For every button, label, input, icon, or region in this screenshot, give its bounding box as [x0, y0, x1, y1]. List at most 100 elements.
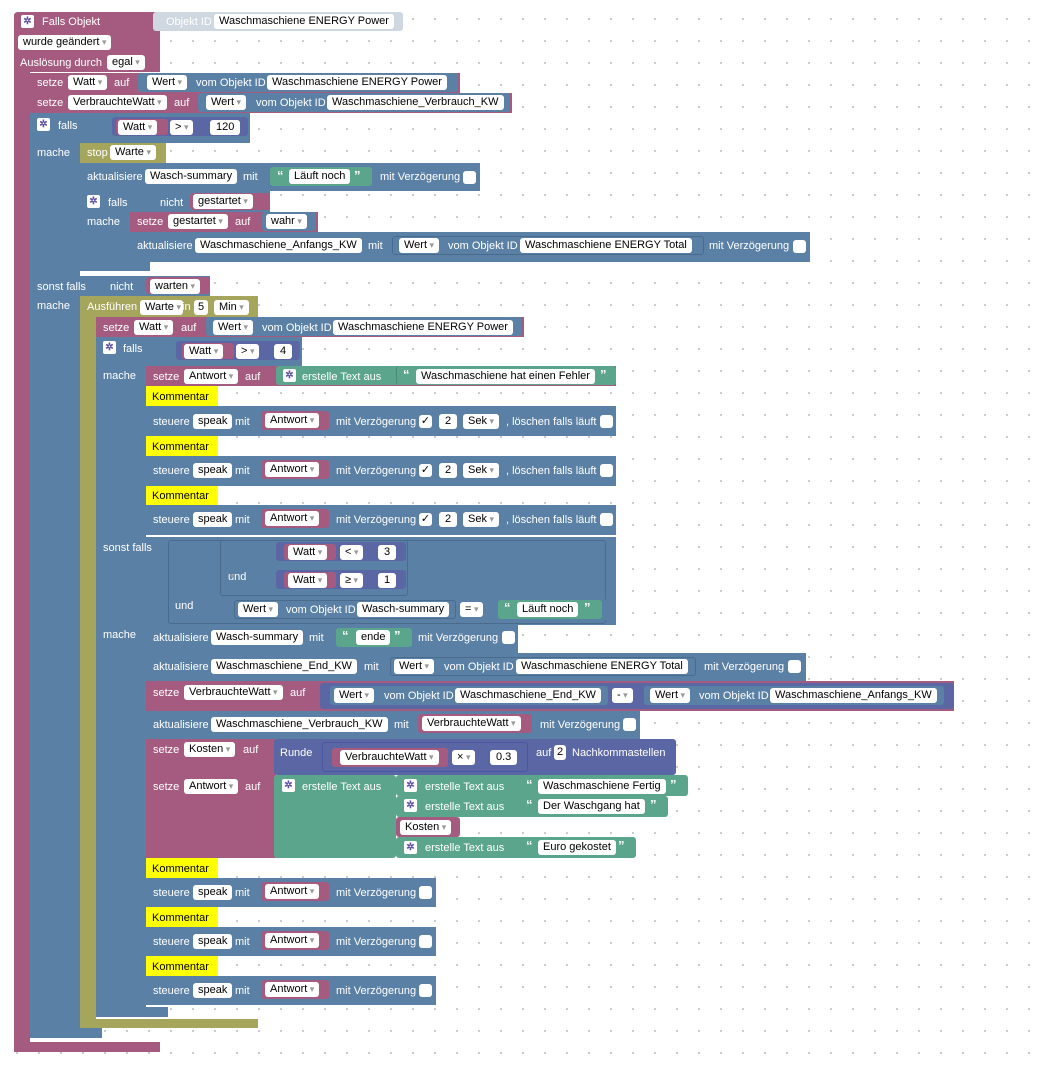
text-fehler-field[interactable]: Waschmaschiene hat einen Fehler	[416, 369, 595, 384]
gear-icon[interactable]: ✲	[404, 799, 417, 812]
var-watt-dropdown[interactable]: Watt	[134, 320, 174, 335]
loeschen-checkbox[interactable]	[600, 415, 613, 428]
und-dropdown[interactable]	[225, 569, 265, 584]
loeschen-checkbox[interactable]	[600, 464, 613, 477]
verzoegerung-checkbox[interactable]: ✓	[419, 464, 432, 477]
device-speak-field[interactable]: speak	[193, 463, 233, 478]
objekt-anfangs-kw-field[interactable]: Waschmaschiene_Anfangs_KW	[195, 238, 362, 253]
number-4-field[interactable]: 4	[274, 344, 293, 359]
wurde-geaendert-dropdown[interactable]: wurde geändert	[18, 35, 112, 50]
device-speak-field[interactable]: speak	[193, 414, 233, 429]
wert-dropdown[interactable]: Wert	[206, 95, 247, 110]
op-eq-dropdown[interactable]: =	[460, 602, 484, 617]
wert-dropdown[interactable]: Wert	[238, 602, 279, 617]
objekt-id-power-field[interactable]: Waschmaschiene ENERGY Power	[333, 320, 513, 335]
wert-dropdown[interactable]: Wert	[399, 238, 440, 253]
op-gt-dropdown[interactable]: >	[236, 344, 260, 359]
sek-dropdown[interactable]: Sek	[463, 512, 499, 527]
wert-dropdown[interactable]: Wert	[650, 688, 691, 703]
delay-2-field[interactable]: 2	[439, 512, 458, 527]
event-block-outer-spine[interactable]	[14, 12, 30, 1052]
var-antwort-dropdown[interactable]: Antwort	[265, 511, 320, 526]
wert-dropdown[interactable]: Wert	[394, 659, 435, 674]
var-watt-dropdown[interactable]: Watt	[118, 120, 158, 135]
var-verbrauchtewatt-dropdown[interactable]: VerbrauchteWatt	[184, 685, 283, 700]
number-1-field[interactable]: 1	[378, 573, 397, 588]
objekt-wasch-summary-field[interactable]: Wasch-summary	[211, 630, 304, 645]
kommentar-block[interactable]	[146, 486, 218, 505]
var-gestartet-dropdown[interactable]: gestartet	[193, 194, 253, 209]
wert-dropdown[interactable]: Wert	[147, 75, 188, 90]
objekt-end-kw-field[interactable]: Waschmaschiene_End_KW	[455, 688, 601, 703]
var-warte-dropdown[interactable]: Warte	[140, 300, 183, 315]
objekt-energy-total-field[interactable]: Waschmaschiene ENERGY Total	[516, 659, 688, 674]
gear-icon[interactable]: ✲	[404, 779, 417, 792]
var-antwort-dropdown[interactable]: Antwort	[184, 369, 239, 384]
op-gt-dropdown[interactable]: >	[170, 120, 194, 135]
wert-dropdown[interactable]: Wert	[213, 320, 254, 335]
device-speak-field[interactable]: speak	[193, 885, 233, 900]
objekt-id-verbrauch-field[interactable]: Waschmaschiene_Verbrauch_KW	[327, 95, 504, 110]
ausloesung-dropdown[interactable]: egal	[107, 55, 145, 70]
var-gestartet-dropdown[interactable]: gestartet	[168, 214, 228, 229]
objekt-id-power-field[interactable]: Waschmaschiene ENERGY Power	[267, 75, 447, 90]
var-warten-dropdown[interactable]: warten	[150, 279, 201, 294]
verzoegerung-checkbox[interactable]	[788, 660, 801, 673]
gear-icon[interactable]: ✲	[282, 779, 295, 792]
gear-icon[interactable]: ✲	[404, 841, 417, 854]
objekt-wasch-summary-field[interactable]: Wasch-summary	[145, 169, 238, 184]
kommentar-block[interactable]	[146, 956, 218, 976]
objekt-id-field[interactable]: Waschmaschiene ENERGY Power	[214, 14, 394, 29]
op-lt-dropdown[interactable]: <	[340, 545, 364, 560]
text-waschgang-field[interactable]: Der Waschgang hat	[538, 799, 645, 814]
var-verbrauchtewatt-dropdown[interactable]: VerbrauchteWatt	[68, 95, 167, 110]
number-0-3-field[interactable]: 0.3	[490, 750, 518, 765]
objekt-anfangs-kw-field[interactable]: Waschmaschiene_Anfangs_KW	[770, 688, 937, 703]
var-antwort-dropdown[interactable]: Antwort	[184, 779, 239, 794]
objekt-verbrauch-kw-field[interactable]: Waschmaschiene_Verbrauch_KW	[211, 717, 388, 732]
device-speak-field[interactable]: speak	[193, 934, 233, 949]
min-dropdown[interactable]: Min	[214, 300, 249, 315]
device-speak-field[interactable]: speak	[193, 512, 233, 527]
loeschen-checkbox[interactable]	[600, 513, 613, 526]
verzoegerung-checkbox[interactable]: ✓	[419, 513, 432, 526]
var-antwort-dropdown[interactable]: Antwort	[265, 413, 320, 428]
text-laeuft-noch-field[interactable]: Läuft noch	[517, 602, 579, 617]
var-antwort-dropdown[interactable]: Antwort	[265, 933, 320, 948]
gear-icon[interactable]: ✲	[283, 369, 296, 382]
text-laeuft-noch-field[interactable]: Läuft noch	[289, 169, 351, 184]
timer-block-spine[interactable]	[80, 296, 96, 1028]
if-block-main-spine[interactable]	[30, 113, 80, 1038]
kommentar-block[interactable]	[146, 858, 218, 878]
verzoegerung-checkbox[interactable]	[463, 171, 476, 184]
op-ge-dropdown[interactable]: ≥	[340, 573, 364, 588]
objekt-end-kw-field[interactable]: Waschmaschiene_End_KW	[211, 659, 357, 674]
objekt-energy-total-field[interactable]: Waschmaschiene ENERGY Total	[520, 238, 692, 253]
number-5-field[interactable]: 5	[194, 300, 209, 315]
var-verbrauchtewatt-dropdown[interactable]: VerbrauchteWatt	[340, 750, 439, 765]
gear-icon[interactable]: ✲	[103, 341, 116, 354]
var-watt-dropdown[interactable]: Watt	[184, 344, 224, 359]
kommentar-block[interactable]	[146, 436, 218, 456]
text-fertig-field[interactable]: Waschmaschiene Fertig	[538, 779, 666, 794]
var-watt-dropdown[interactable]: Watt	[288, 545, 328, 560]
op-minus-dropdown[interactable]: -	[612, 688, 633, 703]
var-kosten-dropdown[interactable]: Kosten	[400, 820, 452, 835]
delay-2-field[interactable]: 2	[439, 414, 458, 429]
op-multiply-dropdown[interactable]: ×	[452, 750, 476, 765]
if-block-inner-spine[interactable]	[96, 337, 146, 1017]
text-euro-field[interactable]: Euro gekostet	[538, 840, 616, 855]
var-antwort-dropdown[interactable]: Antwort	[265, 982, 320, 997]
gear-icon[interactable]: ✲	[21, 15, 34, 28]
sek-dropdown[interactable]: Sek	[463, 463, 499, 478]
gear-icon[interactable]: ✲	[87, 195, 100, 208]
aktualisiere-summary-ende-block[interactable]	[146, 625, 518, 653]
wert-dropdown[interactable]: Wert	[334, 688, 375, 703]
gear-icon[interactable]: ✲	[37, 118, 50, 131]
verzoegerung-checkbox[interactable]	[623, 718, 636, 731]
verzoegerung-checkbox[interactable]	[419, 984, 432, 997]
device-speak-field[interactable]: speak	[193, 983, 233, 998]
text-ende-field[interactable]: ende	[356, 630, 391, 645]
var-kosten-dropdown[interactable]: Kosten	[184, 742, 236, 757]
var-antwort-dropdown[interactable]: Antwort	[265, 884, 320, 899]
